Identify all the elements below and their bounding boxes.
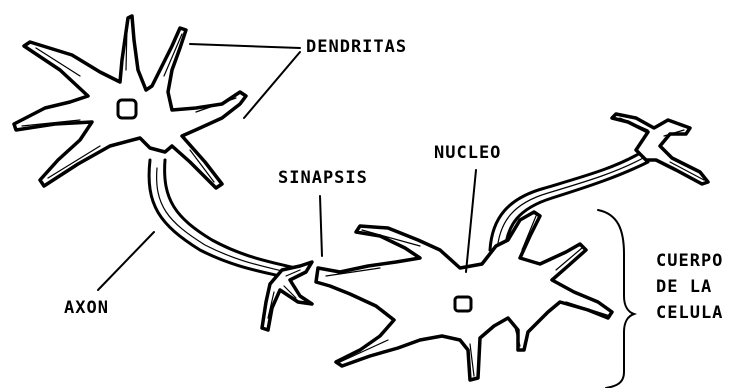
label-cuerpo-de-la-celula: CUERPO DE LA CELULA <box>656 248 723 326</box>
right-nucleus <box>455 297 471 311</box>
label-cuerpo-line2: DE LA <box>656 274 723 300</box>
sinapsis-leader <box>320 196 322 256</box>
cuerpo-brace <box>598 210 634 388</box>
left-neuron-axon <box>149 160 295 278</box>
leader-lines <box>98 44 634 388</box>
left-nucleus <box>118 100 136 118</box>
label-cuerpo-line1: CUERPO <box>656 248 723 274</box>
label-nucleo: NUCLEO <box>434 145 501 162</box>
label-dendritas: DENDRITAS <box>306 39 407 56</box>
axon-leader <box>98 232 154 290</box>
label-cuerpo-line3: CELULA <box>656 300 723 326</box>
label-axon: AXON <box>64 300 109 317</box>
label-sinapsis: SINAPSIS <box>278 170 368 187</box>
dendritas-leader-lower <box>244 52 300 118</box>
dendritas-leader-upper <box>190 44 300 48</box>
nucleo-leader <box>466 170 476 272</box>
